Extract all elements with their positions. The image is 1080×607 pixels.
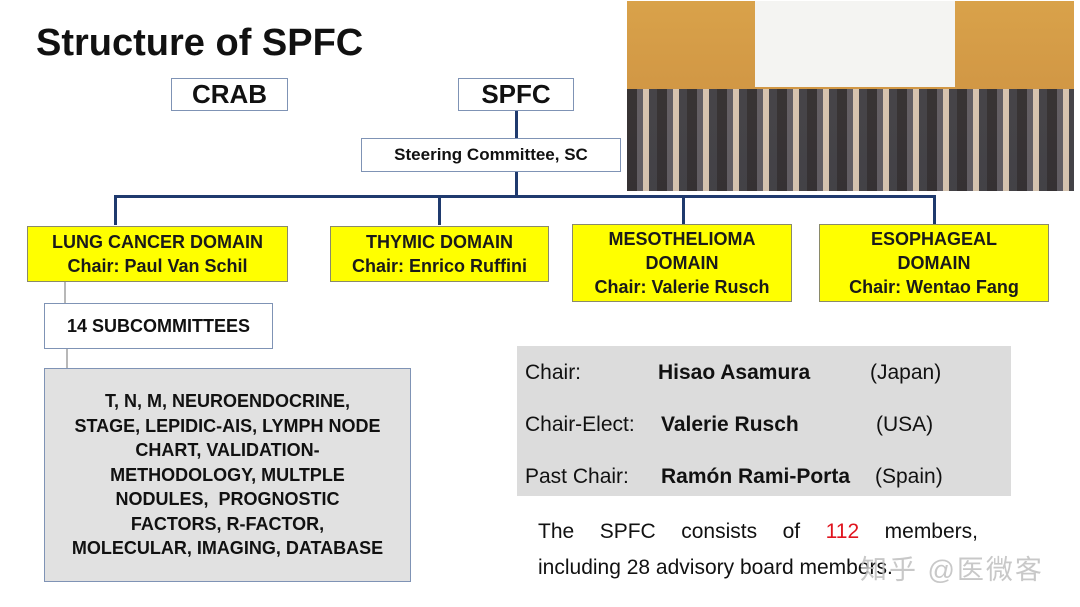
connector-line [438,195,441,225]
connector-line [114,195,117,225]
domain-box-mesothelioma: MESOTHELIOMA DOMAIN Chair: Valerie Rusch [572,224,792,302]
connector-line [682,195,685,225]
connector-line [515,111,518,139]
officer-row: Chair-Elect: Valerie Rusch (USA) [525,410,933,440]
officer-country: (Japan) [870,361,942,384]
slide-title: Structure of SPFC [36,22,364,64]
officer-role: Past Chair: [525,465,629,488]
projection-screen [755,1,955,87]
domain-name: MESOTHELIOMA [608,229,756,249]
officer-row: Chair: Hisao Asamura (Japan) [525,358,941,388]
connector-line [515,172,518,196]
member-count: 112 [825,520,860,543]
subcommittee-line: FACTORS, R-FACTOR, [130,513,325,534]
domain-name: LUNG CANCER DOMAIN [52,232,263,252]
officers-panel: Chair: Hisao Asamura (Japan) Chair-Elect… [517,346,1011,496]
crowd [627,89,1074,191]
officer-country: (USA) [876,413,934,436]
domain-name-line2: DOMAIN [897,253,971,273]
subcommittee-line: STAGE, LEPIDIC-AIS, LYMPH NODE [74,415,381,436]
subcommittee-line: T, N, M, NEUROENDOCRINE, [104,391,350,412]
domain-box-esophageal: ESOPHAGEAL DOMAIN Chair: Wentao Fang [819,224,1049,302]
domain-chair: Chair: Wentao Fang [849,277,1019,297]
domain-name-line2: DOMAIN [645,253,719,273]
officer-name: Hisao Asamura [658,361,811,384]
domain-name: THYMIC DOMAIN [366,232,513,252]
summary-line2: including 28 advisory board members. [538,556,893,579]
summary-text: members, [859,520,978,543]
subcommittee-line: CHART, VALIDATION- [135,440,320,461]
officer-name: Ramón Rami-Porta [661,465,851,488]
group-photo [627,1,1074,191]
domain-name: ESOPHAGEAL [870,229,998,249]
crab-box: CRAB [171,78,288,111]
domain-chair: Chair: Paul Van Schil [67,256,248,276]
officer-name: Valerie Rusch [661,413,799,436]
subcommittees-box: 14 SUBCOMMITTEES [44,303,273,349]
connector-line [64,282,66,308]
spfc-box: SPFC [458,78,574,111]
subcommittee-list-box: T, N, M, NEUROENDOCRINE, STAGE, LEPIDIC-… [44,368,411,582]
officer-row: Past Chair: Ramón Rami-Porta (Spain) [525,462,943,492]
domain-connector-bar [114,195,936,198]
domain-box-thymic: THYMIC DOMAIN Chair: Enrico Ruffini [330,226,549,282]
subcommittee-line: NODULES, PROGNOSTIC [115,489,340,510]
domain-chair: Chair: Enrico Ruffini [352,256,527,276]
subcommittee-line: METHODOLOGY, MULTPLE [110,464,345,485]
connector-line [933,195,936,225]
watermark: 知乎 @医微客 [860,555,1044,585]
connector-line [66,349,68,369]
officer-country: (Spain) [875,465,943,488]
domain-box-lung: LUNG CANCER DOMAIN Chair: Paul Van Schil [27,226,288,282]
summary-text: The SPFC consists of [538,520,826,543]
membership-summary: The SPFC consists of 112 members, includ… [538,514,1008,586]
subcommittee-line: MOLECULAR, IMAGING, DATABASE [71,538,384,559]
domain-chair: Chair: Valerie Rusch [594,277,770,297]
officer-role: Chair-Elect: [525,413,635,436]
officer-role: Chair: [525,361,582,384]
steering-committee-box: Steering Committee, SC [361,138,621,172]
